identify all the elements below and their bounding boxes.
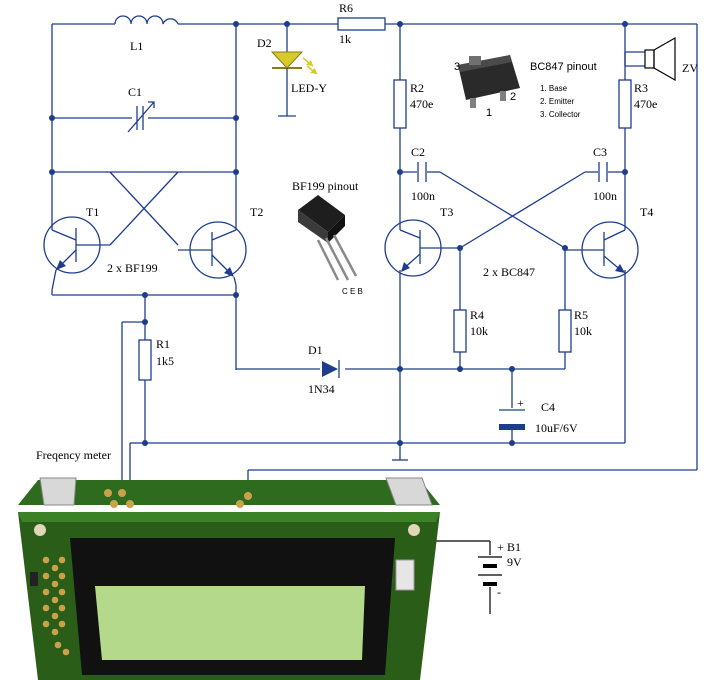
t4-ref: T4	[640, 205, 653, 219]
bf199-package-image: C E B	[298, 195, 363, 296]
r5-ref: R5	[574, 308, 588, 322]
c3-ref: C3	[593, 145, 607, 159]
c4-value: 10uF/6V	[535, 421, 578, 435]
bc847-legend-base: 1. Base	[540, 84, 568, 93]
bc847-pin-3: 3	[454, 61, 460, 73]
r5-value: 10k	[574, 324, 592, 338]
diode-d1: D1 1N34	[308, 343, 340, 396]
t1-ref: T1	[86, 205, 99, 219]
battery-b1: + B1 9V -	[430, 540, 522, 614]
r1-value: 1k5	[156, 354, 174, 368]
bc847-legend-emitter: 2. Emitter	[540, 97, 575, 106]
r2-value: 470e	[410, 97, 433, 111]
bc847-package-image: 3 2 1	[454, 55, 520, 119]
bc847-pin-2: 2	[510, 91, 516, 103]
r6-ref: R6	[339, 1, 353, 15]
bc847-legend-collector: 3. Collector	[540, 110, 581, 119]
speaker-zv: ZV	[624, 36, 698, 82]
resistor-r4: R4 10k	[453, 308, 488, 353]
r6-value: 1k	[339, 32, 351, 46]
transistor-t2: T2	[178, 200, 263, 286]
b1-value: 9V	[507, 555, 522, 569]
r4-ref: R4	[470, 308, 484, 322]
c4-plus: +	[517, 396, 524, 410]
r3-ref: R3	[634, 81, 648, 95]
r1-ref: R1	[156, 337, 170, 351]
l1-ref: L1	[130, 39, 143, 53]
frequency-meter-module	[18, 477, 440, 680]
resistor-r2: R2 470e	[393, 79, 433, 129]
resistor-r3: R3 470e	[618, 79, 657, 129]
resistor-r6: R6 1k	[337, 1, 386, 46]
bf199-title: BF199 pinout	[292, 179, 359, 193]
transistor-t3: T3	[384, 205, 460, 277]
d2-value: LED-Y	[291, 81, 327, 95]
b1-plus: +	[497, 540, 504, 554]
capacitor-c4: + C4 10uF/6V	[499, 396, 578, 435]
c2-value: 100n	[411, 189, 435, 203]
c4-ref: C4	[541, 400, 555, 414]
bc847-title: BC847 pinout	[530, 61, 597, 73]
tank-circuit-wiring	[49, 24, 239, 500]
t3-ref: T3	[440, 205, 453, 219]
d1-ref: D1	[308, 343, 323, 357]
transistor-t4: T4	[565, 205, 653, 279]
d1-value: 1N34	[308, 382, 335, 396]
capacitor-c3: C3 100n	[593, 145, 617, 203]
variable-capacitor-c1: C1	[127, 85, 155, 133]
d2-ref: D2	[257, 36, 272, 50]
t2-ref: T2	[250, 205, 263, 219]
inductor-l1: L1	[114, 15, 179, 53]
bf199-pin-labels: C E B	[342, 287, 363, 296]
c3-value: 100n	[593, 189, 617, 203]
bc847-pin-1: 1	[486, 107, 492, 119]
meter-label: Freqency meter	[36, 448, 111, 462]
c2-ref: C2	[411, 145, 425, 159]
r4-value: 10k	[470, 324, 488, 338]
resistor-r5: R5 10k	[558, 308, 592, 353]
capacitor-c2: C2 100n	[411, 145, 435, 203]
led-d2: D2 LED-Y	[257, 24, 327, 117]
r3-value: 470e	[634, 97, 657, 111]
zv-ref: ZV	[682, 61, 698, 75]
bc-pair-label: 2 x BC847	[483, 265, 535, 279]
b1-minus: -	[497, 585, 501, 599]
b1-ref: B1	[507, 540, 521, 554]
c1-ref: C1	[128, 85, 142, 99]
r2-ref: R2	[410, 81, 424, 95]
t-pair-label: 2 x BF199	[107, 261, 158, 275]
transistor-t1: T1	[43, 200, 110, 291]
resistor-r1: R1 1k5	[138, 337, 174, 381]
